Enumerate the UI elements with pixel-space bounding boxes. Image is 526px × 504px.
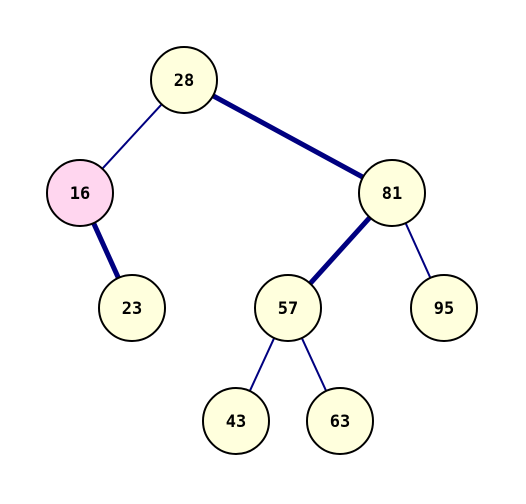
tree-node-63: 63 — [306, 387, 374, 455]
tree-node-57: 57 — [254, 274, 322, 342]
node-key-label: 43 — [226, 412, 246, 432]
node-layer: 28 16 81 23 57 95 43 63 — [46, 46, 478, 455]
node-key-label: 23 — [122, 299, 142, 319]
edge-16-23 — [91, 222, 121, 279]
node-key-label: 95 — [434, 299, 454, 319]
node-key-label: 28 — [174, 71, 194, 91]
edge-57-43 — [248, 337, 276, 392]
node-circle — [358, 159, 426, 227]
node-circle — [98, 274, 166, 342]
edge-28-16 — [101, 103, 163, 170]
node-circle — [202, 387, 270, 455]
edge-81-57 — [308, 215, 372, 286]
node-key-label: 16 — [70, 184, 90, 204]
node-circle — [254, 274, 322, 342]
node-key-label: 81 — [382, 184, 402, 204]
node-key-label: 63 — [330, 412, 350, 432]
node-circle — [46, 159, 114, 227]
tree-node-23: 23 — [98, 274, 166, 342]
tree-node-95: 95 — [410, 274, 478, 342]
node-circle — [410, 274, 478, 342]
tree-node-16: 16 — [46, 159, 114, 227]
edge-28-81 — [211, 93, 365, 180]
node-circle — [150, 46, 218, 114]
tree-node-43: 43 — [202, 387, 270, 455]
node-circle — [306, 387, 374, 455]
node-key-label: 57 — [278, 299, 298, 319]
edge-57-63 — [300, 337, 328, 392]
tree-node-81: 81 — [358, 159, 426, 227]
tree-node-28: 28 — [150, 46, 218, 114]
edge-81-95 — [404, 222, 432, 279]
edge-layer — [91, 93, 432, 392]
